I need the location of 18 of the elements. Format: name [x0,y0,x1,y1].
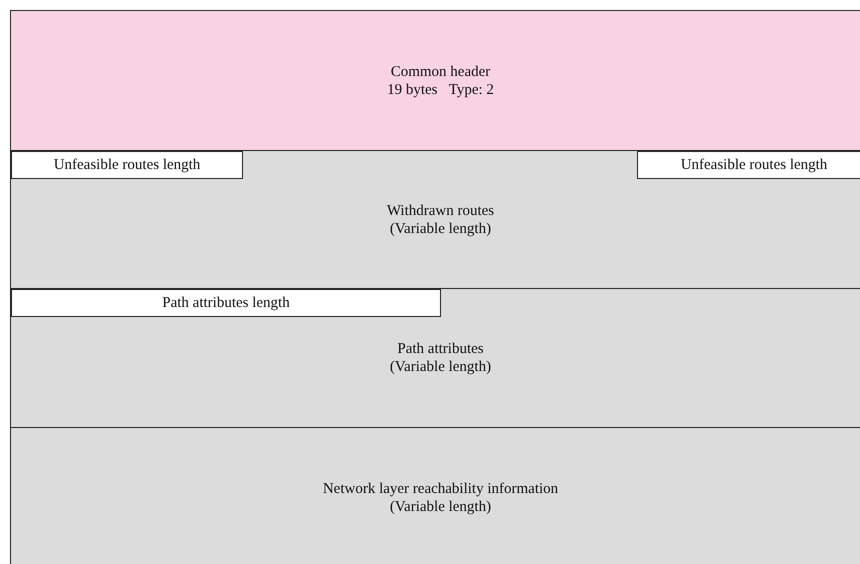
section-title: Common header [390,62,490,80]
section-note: 19 bytes Type: 2 [387,80,494,98]
section-title: Network layer reachability information [322,480,558,498]
message-section [10,150,860,288]
field-label: Unfeasible routes length [680,156,828,174]
field-label: Unfeasible routes length [54,156,200,174]
field-label: Path attributes length [162,294,290,312]
section-note: (Variable length) [390,358,492,376]
message-section [10,427,860,564]
field-label-box [11,289,441,317]
message-section [10,288,860,427]
field-label-box [637,151,860,179]
header-section [10,10,860,150]
section-title: Withdrawn routes [386,202,494,220]
section-title: Path attributes [397,340,484,358]
field-label-box [11,151,243,179]
section-note: (Variable length) [390,220,492,238]
section-note: (Variable length) [390,498,492,516]
